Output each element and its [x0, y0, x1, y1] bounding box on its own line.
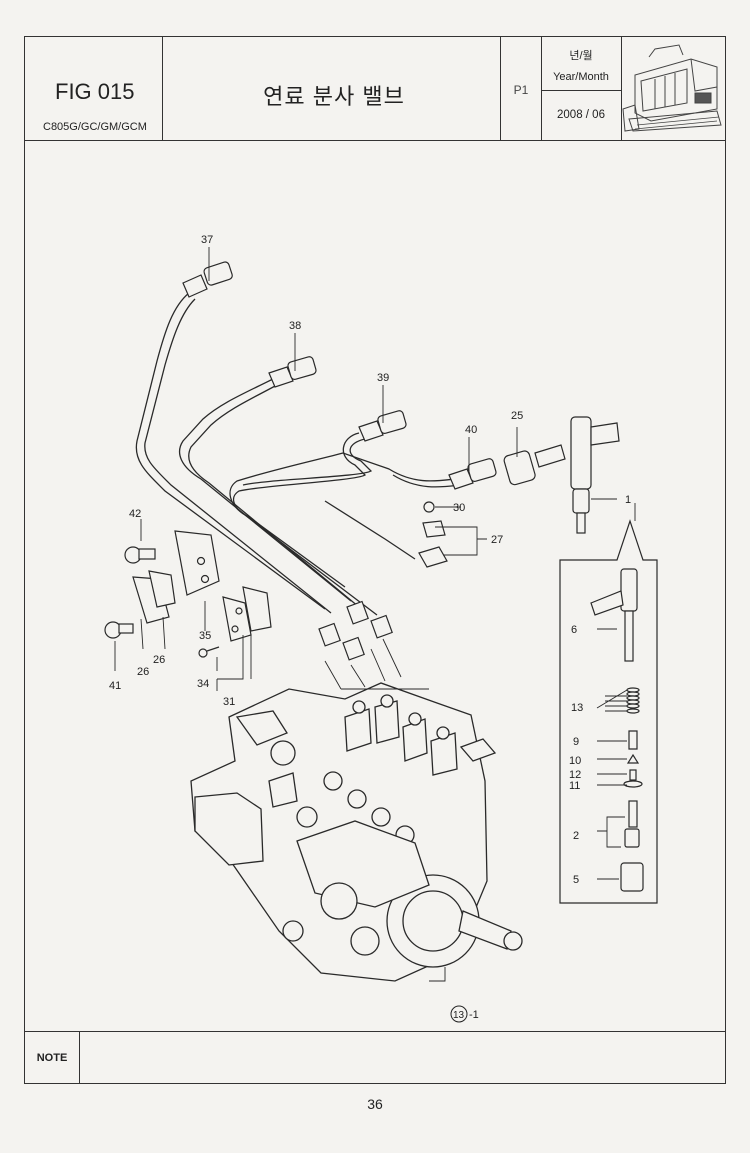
- pump-ref-number: 13: [453, 1010, 465, 1021]
- injection-pipes: [135, 292, 462, 616]
- pipe-fitting-37: [203, 261, 233, 286]
- callout-10: 10: [569, 755, 581, 767]
- pipe-fitting-40: [467, 458, 497, 482]
- callout-26-a: 26: [137, 666, 149, 678]
- callout-27: 27: [491, 534, 503, 546]
- screw-30: [423, 501, 435, 513]
- callout-38: 38: [289, 320, 301, 332]
- header-block: FIG 015 C805G/GC/GM/GCM 연료 분사 밸브 P1 년/월 …: [25, 37, 725, 141]
- pin-12: [629, 769, 637, 781]
- needle-2: [628, 800, 638, 828]
- year-month-label-ko: 년/월: [569, 50, 593, 62]
- callout-37: 37: [201, 234, 213, 246]
- bracket-35: [174, 530, 220, 596]
- callout-1: 1: [625, 494, 631, 506]
- spacer-11: [623, 780, 643, 788]
- pipe-fitting-39: [377, 410, 407, 434]
- injector-1: [570, 416, 592, 490]
- note-row: NOTE: [25, 1031, 725, 1084]
- model-code: C805G/GC/GM/GCM: [43, 121, 147, 133]
- callout-40: 40: [465, 424, 477, 436]
- callout-30: 30: [453, 502, 465, 514]
- year-month-label-en: Year/Month: [553, 71, 609, 83]
- page-title: 연료 분사 밸브: [263, 84, 405, 109]
- callout-11: 11: [569, 780, 580, 792]
- nozzle-holder-25: [503, 450, 536, 486]
- retaining-nut-5: [620, 862, 644, 892]
- fuel-injection-pump: [190, 682, 523, 982]
- page-number: 36: [367, 1096, 383, 1112]
- pipe-nut-39: [358, 420, 384, 442]
- figure-number: FIG 015: [55, 79, 135, 104]
- seat-10: [626, 753, 640, 764]
- leader-lines: [114, 247, 636, 982]
- parts-sheet: FIG 015 C805G/GC/GM/GCM 연료 분사 밸브 P1 년/월 …: [24, 36, 726, 1084]
- callout-6: 6: [571, 624, 577, 636]
- pump-ref-circle: [450, 1005, 468, 1023]
- callout-34: 34: [197, 678, 209, 690]
- pipe-nut-40: [448, 468, 474, 490]
- screw-34: [198, 648, 208, 658]
- pipe-nut-37: [182, 274, 208, 298]
- callout-12: 12: [569, 769, 581, 781]
- page-code: P1: [513, 83, 529, 97]
- pipe-nut-38: [268, 366, 294, 388]
- year-month-value: 2008 / 06: [557, 109, 605, 121]
- pipe-fitting-38: [287, 356, 317, 380]
- clamp-27a: [422, 520, 446, 538]
- callout-42: 42: [129, 508, 141, 520]
- injector-detail-box: [559, 519, 658, 904]
- callout-41: 41: [109, 680, 121, 692]
- callout-9: 9: [573, 736, 579, 748]
- callout-13: 13: [571, 702, 583, 714]
- callout-5: 5: [573, 874, 579, 886]
- callout-39: 39: [377, 372, 389, 384]
- clamp-27b: [418, 546, 448, 568]
- pump-ref-suffix: -1: [469, 1009, 479, 1021]
- callout-2: 2: [573, 830, 579, 842]
- fuel-injection-diagram: 37 38 39 40 25 1 30 27 42 35 26 26 41 34…: [104, 234, 658, 1023]
- note-label: NOTE: [25, 1032, 80, 1084]
- callout-26-b: 26: [153, 654, 165, 666]
- callout-35: 35: [199, 630, 211, 642]
- spring-9: [628, 730, 638, 750]
- combine-harvester-thumbnail: [622, 44, 722, 132]
- callout-31: 31: [223, 696, 235, 708]
- callout-25: 25: [511, 410, 523, 422]
